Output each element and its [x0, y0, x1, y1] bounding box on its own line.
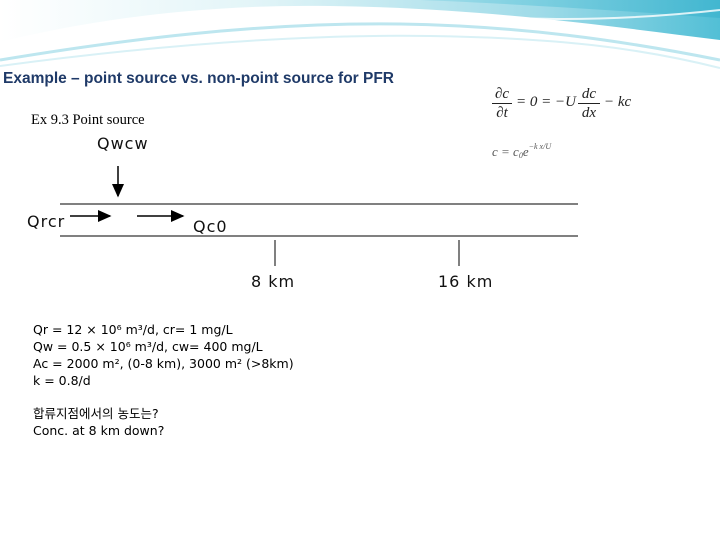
- given-line-3: Ac = 2000 m², (0-8 km), 3000 m² (>8km): [33, 356, 294, 371]
- partial-fraction: ∂c ∂t: [492, 86, 512, 121]
- derivative-fraction: dc dx: [578, 86, 600, 121]
- slide-title: Example – point source vs. non-point sou…: [3, 70, 395, 87]
- question-korean: 합류지점에서의 농도는?: [33, 406, 159, 421]
- mix-label: Qc0: [193, 217, 228, 236]
- solution-equation: c = c0e−k x/U: [492, 142, 552, 160]
- question-english: Conc. at 8 km down?: [33, 423, 165, 438]
- slide-subtitle: Ex 9.3 Point source: [31, 112, 145, 128]
- input-flow-label: Qwcw: [97, 134, 149, 153]
- equation-end: − kc: [604, 94, 632, 110]
- equation-middle: = 0 = −U: [516, 94, 576, 110]
- marker-8km-label: 8 km: [251, 272, 296, 291]
- header-wave-banner: [0, 0, 720, 69]
- question-block: 합류지점에서의 농도는? Conc. at 8 km down?: [33, 405, 164, 439]
- inlet-label: Qrcr: [27, 212, 66, 231]
- given-line-1: Qr = 12 × 10⁶ m³/d, cr= 1 mg/L: [33, 322, 233, 337]
- given-line-4: k = 0.8/d: [33, 373, 91, 388]
- given-line-2: Qw = 0.5 × 10⁶ m³/d, cw= 400 mg/L: [33, 339, 263, 354]
- pfr-equation: ∂c ∂t = 0 = −U dc dx − kc c = c0e−k x/U: [488, 84, 648, 170]
- marker-16km-label: 16 km: [438, 272, 494, 291]
- given-values: Qr = 12 × 10⁶ m³/d, cr= 1 mg/L Qw = 0.5 …: [33, 321, 294, 389]
